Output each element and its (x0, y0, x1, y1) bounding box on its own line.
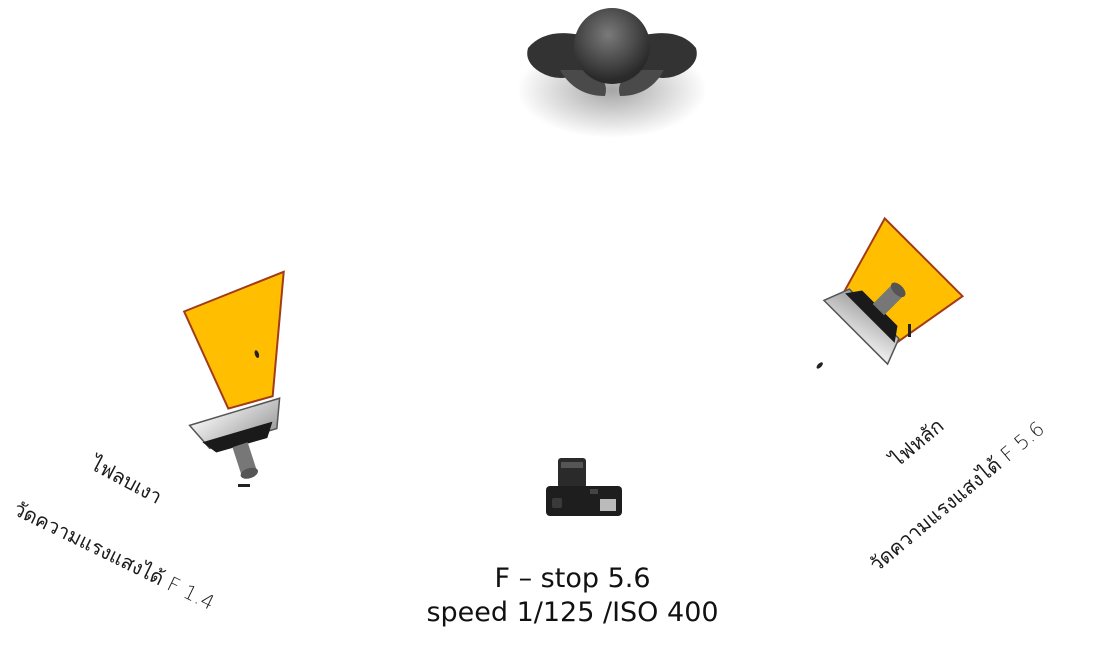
speed-iso-setting: speed 1/125 /ISO 400 (426, 597, 719, 628)
subject-person-icon (517, 8, 707, 138)
aperture-setting: F – stop 5.6 (494, 563, 651, 594)
light-stand-mark (238, 484, 250, 487)
softbox-light-icon (816, 216, 965, 369)
softbox-light-icon (182, 270, 285, 479)
camera-icon (546, 458, 622, 516)
camera-settings: F – stop 5.6 speed 1/125 /ISO 400 (400, 562, 745, 630)
light-stand-mark (908, 324, 911, 337)
